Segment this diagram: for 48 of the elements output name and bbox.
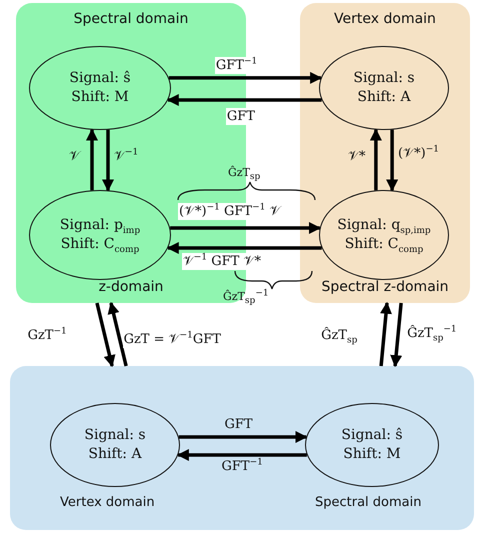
edge-label: GFT — [226, 108, 256, 125]
edge-label: ĜzT$_{sp}$ — [320, 326, 358, 344]
ellipse-node — [319, 46, 449, 130]
ellipse-node — [319, 190, 449, 280]
arrow — [390, 302, 403, 368]
edge-label: (𝒱*)$^{−1}$ — [397, 145, 440, 162]
arrow — [370, 128, 382, 190]
node-text: Signal: p$_{imp}$ — [60, 216, 140, 235]
arrow — [379, 302, 392, 366]
node-text: Signal: ŝ — [341, 426, 403, 445]
arrow — [386, 130, 398, 192]
edge-label: GFT$^{−1}$ — [214, 56, 258, 74]
node-text: Shift: M — [343, 445, 401, 464]
panel-title: Spectral z-domain — [321, 279, 449, 295]
ellipse-node — [305, 403, 439, 487]
ellipse-node — [29, 46, 171, 130]
node-text: Shift: C$_{comp}$ — [60, 235, 140, 254]
arrow — [170, 222, 321, 234]
arrow — [108, 302, 128, 366]
arrow — [86, 128, 98, 190]
arrow — [166, 242, 322, 254]
panel-title: Spectral domain — [74, 11, 188, 27]
node-caption: Spectral domain — [315, 495, 422, 510]
edge-label: GzT = 𝒱$^{−1}$GFT — [122, 330, 222, 348]
node-text: Signal: s — [353, 69, 415, 88]
node-text: Signal: s — [84, 426, 146, 445]
arrow — [176, 449, 307, 461]
domain-panel — [10, 366, 474, 530]
edge-label: (𝒱*)$^{−1}$ GFT$^{−1}$ 𝒱 — [178, 202, 282, 220]
arrow — [102, 130, 114, 192]
node-text: Shift: C$_{comp}$ — [344, 235, 424, 254]
node-caption: Vertex domain — [60, 495, 155, 510]
node-text: Signal: ŝ — [69, 69, 131, 88]
edge-label: 𝒱$^{−1}$ GFT 𝒱* — [182, 252, 262, 270]
arrow — [95, 302, 116, 368]
brace-label: ĜzT$_{sp}$ — [228, 166, 260, 179]
panel-title: Vertex domain — [334, 11, 436, 27]
ellipse-node — [29, 190, 171, 280]
node-text: Signal: q$_{sp,imp}$ — [337, 216, 431, 235]
node-text: Shift: A — [88, 445, 142, 464]
panel-title: z-domain — [98, 279, 164, 295]
ellipse-node — [50, 403, 180, 487]
arrow — [168, 72, 322, 84]
node-text: Shift: A — [357, 88, 411, 107]
domain-panel — [300, 3, 470, 303]
node-text: Shift: M — [71, 88, 129, 107]
arrow — [178, 431, 308, 443]
arrow — [166, 94, 322, 106]
